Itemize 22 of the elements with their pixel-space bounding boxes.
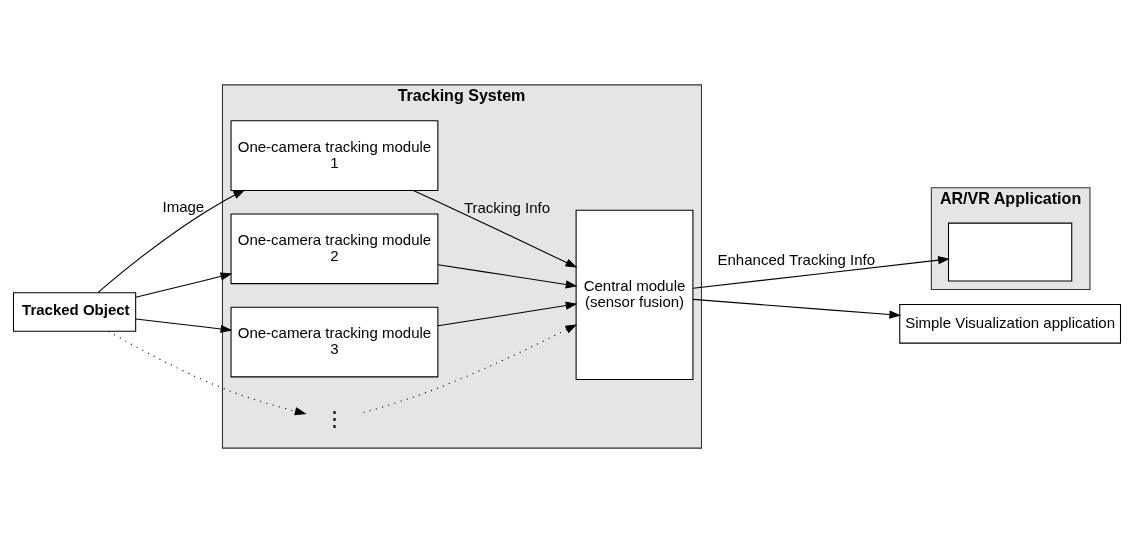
arrow: [692, 256, 950, 289]
node-box: Simple Visualization application: [899, 304, 1122, 344]
node-box: Central module (sensor fusion): [575, 209, 694, 381]
edge-label: Tracking Info: [463, 198, 551, 216]
arrow: [135, 318, 233, 334]
node-text: ⋮: [323, 406, 345, 431]
arrow: [437, 301, 578, 327]
cluster: AR/VR Application: [930, 187, 1091, 291]
arrow: [97, 189, 246, 294]
arrow: [108, 330, 307, 416]
node-box: One-camera tracking module 1: [230, 120, 439, 191]
node-box: One-camera tracking module 2: [230, 213, 439, 285]
arrow: [413, 189, 578, 268]
node-box: [947, 222, 1073, 282]
edge-label: Enhanced Tracking Info: [717, 251, 876, 269]
arrow: [692, 298, 902, 319]
arrow: [363, 324, 578, 414]
node-box: Tracked Object: [12, 292, 137, 332]
node-box: One-camera tracking module 3: [230, 306, 439, 378]
arrow: [135, 272, 233, 298]
arrow: [437, 264, 578, 289]
edge-label: Image: [162, 197, 205, 215]
